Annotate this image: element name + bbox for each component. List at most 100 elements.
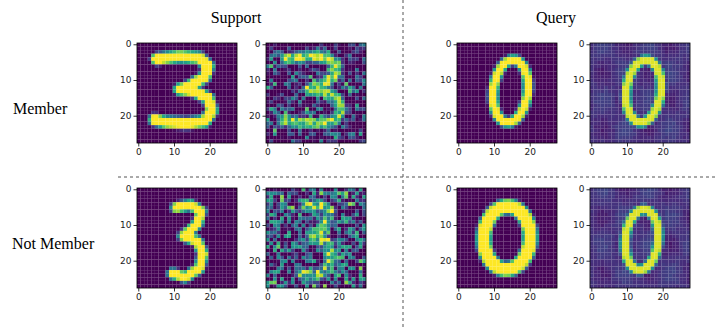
image-pixel [341,79,345,83]
image-pixel [141,64,145,68]
image-pixel [362,89,366,93]
image-pixel [291,79,295,83]
image-pixel [266,57,270,61]
image-pixel [493,79,497,83]
image-pixel [176,72,180,76]
image-pixel [212,139,216,143]
image-pixel [194,43,198,47]
image-pixel [277,118,281,122]
image-pixel [536,43,540,47]
image-pixel [194,61,198,65]
image-pixel [287,139,291,143]
image-pixel [162,82,166,86]
image-pixel [362,93,366,97]
image-pixel [223,100,227,104]
image-pixel [457,86,461,90]
image-pixel [295,93,299,97]
image-pixel [230,136,234,140]
image-pixel [337,64,341,68]
digit-image [266,43,366,143]
image-pixel [489,54,493,58]
image-pixel [180,54,184,58]
image-pixel [198,132,202,136]
image-pixel [496,82,500,86]
image-pixel [327,118,331,122]
image-pixel [461,79,465,83]
image-pixel [352,43,356,47]
image-pixel [273,139,277,143]
image-pixel [348,122,352,126]
image-pixel [309,100,313,104]
image-pixel [187,125,191,129]
image-pixel [305,43,309,47]
image-pixel [305,54,309,58]
image-pixel [198,118,202,122]
image-pixel [148,68,152,72]
image-pixel [226,43,230,47]
image-pixel [461,68,465,72]
image-pixel [162,107,166,111]
image-pixel [291,104,295,108]
image-pixel [302,118,306,122]
image-pixel [532,47,536,51]
image-pixel [345,50,349,54]
image-pixel [355,136,359,140]
image-pixel [334,111,338,115]
image-pixel [327,72,331,76]
image-pixel [169,114,173,118]
image-pixel [316,97,320,101]
image-pixel [514,93,518,97]
image-pixel [478,61,482,65]
image-pixel [305,64,309,68]
image-pixel [144,125,148,129]
image-pixel [151,136,155,140]
image-pixel [493,64,497,68]
image-pixel [180,111,184,115]
image-pixel [359,118,363,122]
image-pixel [287,72,291,76]
image-pixel [219,100,223,104]
image-pixel [273,54,277,58]
image-pixel [173,125,177,129]
image-pixel [216,129,220,133]
image-pixel [291,89,295,93]
image-pixel [273,118,277,122]
image-pixel [273,122,277,126]
image-pixel [205,64,209,68]
image-pixel [284,129,288,133]
image-pixel [273,64,277,68]
image-pixel [475,50,479,54]
image-pixel [173,104,177,108]
image-pixel [284,122,288,126]
image-pixel [298,104,302,108]
image-pixel [233,111,237,115]
image-pixel [201,132,205,136]
image-pixel [486,68,490,72]
image-pixel [212,93,216,97]
image-pixel [212,72,216,76]
image-pixel [341,86,345,90]
image-pixel [176,89,180,93]
image-pixel [212,125,216,129]
image-pixel [194,89,198,93]
image-pixel [348,75,352,79]
image-pixel [489,86,493,90]
image-pixel [316,68,320,72]
image-pixel [187,111,191,115]
image-pixel [198,114,202,118]
image-pixel [355,82,359,86]
image-pixel [471,75,475,79]
image-pixel [330,122,334,126]
image-pixel [277,132,281,136]
image-pixel [334,47,338,51]
image-pixel [295,61,299,65]
image-pixel [316,43,320,47]
image-pixel [273,72,277,76]
image-pixel [169,129,173,133]
image-pixel [151,86,155,90]
image-pixel [183,136,187,140]
image-pixel [327,47,331,51]
image-pixel [205,47,209,51]
image-pixel [511,75,515,79]
image-pixel [528,50,532,54]
